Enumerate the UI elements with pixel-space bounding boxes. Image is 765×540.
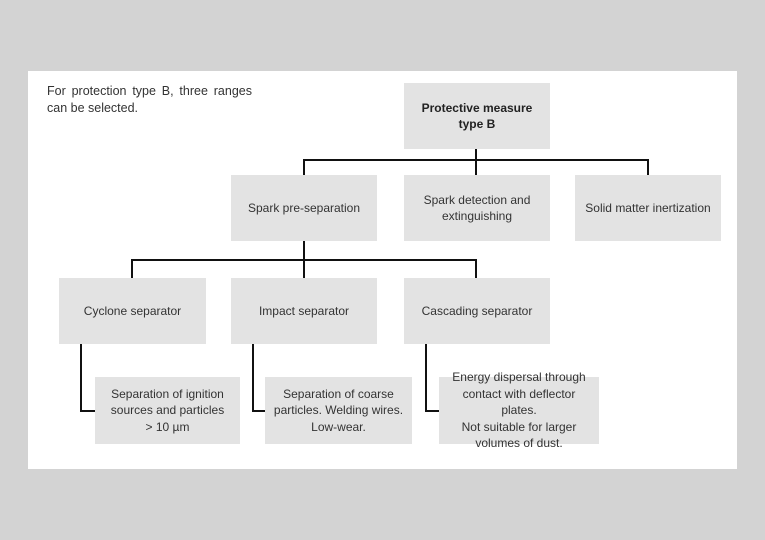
- node-spark-pre-separation: Spark pre-separation: [231, 175, 377, 241]
- node-label: Cascading separator: [421, 304, 533, 318]
- desc-impact: Separation of coarse particles. Welding …: [265, 377, 412, 444]
- desc-line: sources and particles: [110, 403, 225, 418]
- root-label-line2: type B: [458, 117, 496, 131]
- desc-line: Not suitable for larger: [461, 419, 577, 434]
- desc-line: Energy dispersal through: [452, 370, 586, 385]
- desc-line: volumes of dust.: [475, 436, 563, 451]
- desc-line: Separation of coarse: [283, 386, 394, 401]
- node-cyclone-separator: Cyclone separator: [59, 278, 206, 344]
- node-label: Solid matter inertization: [585, 201, 711, 215]
- intro-text: For protection type B, three ranges can …: [47, 84, 252, 115]
- node-spark-detection: Spark detection and extinguishing: [404, 175, 550, 241]
- desc-line: Low-wear.: [311, 419, 366, 434]
- desc-cyclone: Separation of ignition sources and parti…: [95, 377, 240, 444]
- node-label: Cyclone separator: [83, 304, 182, 318]
- node-label: Impact separator: [258, 304, 350, 318]
- node-label: Spark pre-separation: [247, 201, 361, 215]
- node-impact-separator: Impact separator: [231, 278, 377, 344]
- node-label-line1: Spark detection and: [423, 193, 531, 207]
- root-node: Protective measure type B: [404, 83, 550, 149]
- desc-line: contact with deflector plates.: [462, 386, 576, 418]
- desc-line: > 10 µm: [145, 419, 190, 434]
- desc-line: Separation of ignition: [111, 386, 224, 401]
- node-solid-matter-inertization: Solid matter inertization: [575, 175, 721, 241]
- node-label-line2: extinguishing: [441, 209, 513, 223]
- desc-cascading: Energy dispersal through contact with de…: [439, 370, 599, 450]
- desc-line: particles. Welding wires.: [273, 403, 404, 418]
- root-label-line1: Protective measure: [421, 101, 533, 115]
- node-cascading-separator: Cascading separator: [404, 278, 550, 344]
